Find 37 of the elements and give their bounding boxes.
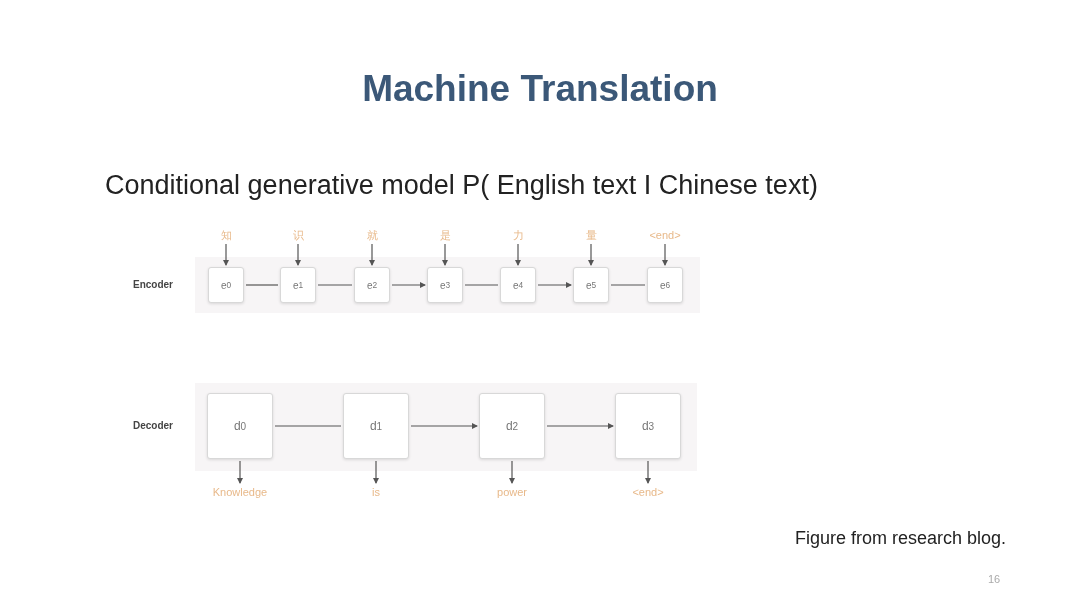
arrow — [237, 460, 243, 484]
subtitle: Conditional generative model P( English text I Chinese text) — [105, 170, 818, 201]
token-label: 量 — [574, 228, 608, 242]
token-label: 力 — [501, 228, 535, 242]
arrow — [295, 243, 301, 266]
arrow — [509, 460, 515, 484]
token-label: <end> — [648, 228, 682, 242]
arrow — [537, 282, 572, 288]
row-label: Decoder — [133, 420, 173, 431]
row-label: Encoder — [133, 279, 173, 290]
arrow — [588, 243, 594, 266]
token-label: <end> — [618, 485, 678, 499]
connector-line — [610, 284, 646, 286]
connector-line — [317, 284, 353, 286]
arrow — [546, 423, 614, 429]
arrow — [662, 243, 668, 266]
arrow — [442, 243, 448, 266]
token-label: Knowledge — [210, 485, 270, 499]
connector-line — [245, 284, 279, 286]
token-label: 是 — [428, 228, 462, 242]
slide-title: Machine Translation — [361, 68, 719, 110]
arrow — [410, 423, 478, 429]
arrow — [515, 243, 521, 266]
arrow — [645, 460, 651, 484]
connector-line — [274, 425, 342, 427]
figure-caption: Figure from research blog. — [794, 528, 1006, 549]
arrow — [391, 282, 426, 288]
arrow — [373, 460, 379, 484]
token-label: 就 — [355, 228, 389, 242]
page-number: 16 — [988, 573, 1001, 585]
token-label: 知 — [209, 228, 243, 242]
token-label: is — [346, 485, 406, 499]
arrow — [369, 243, 375, 266]
arrow — [223, 243, 229, 266]
token-label: 识 — [281, 228, 315, 242]
token-label: power — [482, 485, 542, 499]
connector-line — [464, 284, 499, 286]
